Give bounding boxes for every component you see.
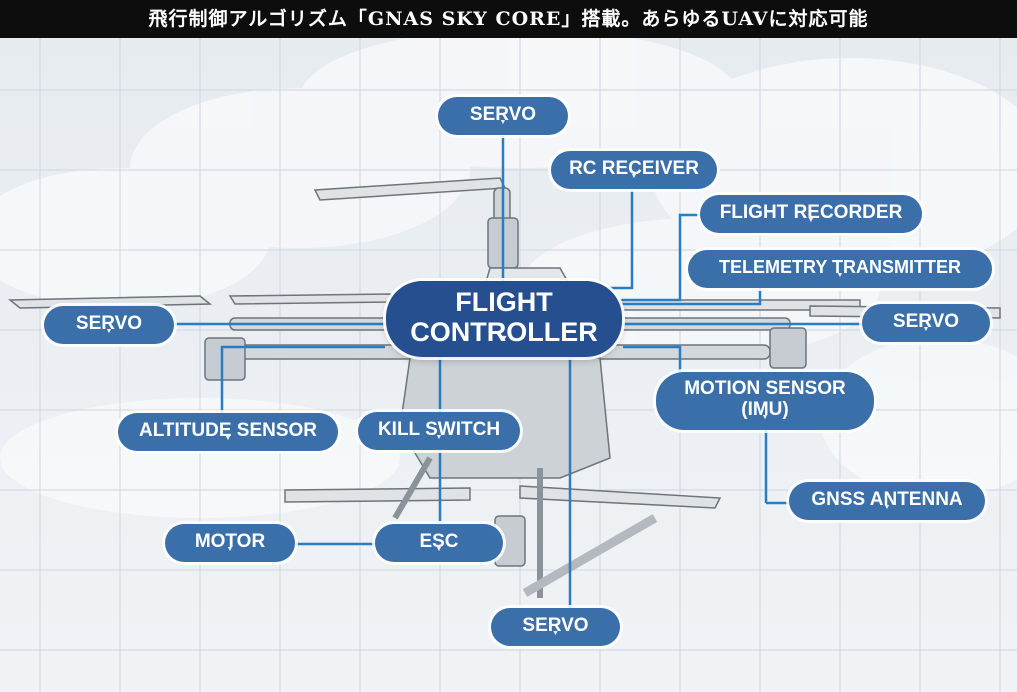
connector-lines bbox=[175, 136, 862, 608]
telemetry-transmitter-node: TELEMETRY TRANSMITTER bbox=[688, 250, 992, 288]
motion-sensor-node: MOTION SENSOR (IMU) bbox=[656, 372, 874, 430]
background-illustration bbox=[0, 38, 1017, 692]
gnss-antenna-node: GNSS ANTENNA bbox=[789, 482, 985, 520]
servo-left-node: SERVO bbox=[44, 306, 174, 344]
rc-receiver-node: RC RECEIVER bbox=[551, 151, 717, 189]
flight-recorder-node: FLIGHT RECORDER bbox=[700, 195, 922, 233]
altitude-sensor-node: ALTITUDE SENSOR bbox=[118, 413, 338, 451]
header-banner: 飛行制御アルゴリズム「GNAS SKY CORE」搭載。あらゆるUAVに対応可能 bbox=[0, 0, 1017, 38]
diagram-canvas: FLIGHT CONTROLLER SERVO RC RECEIVER FLIG… bbox=[0, 38, 1017, 692]
kill-switch-node: KILL SWITCH bbox=[358, 412, 520, 450]
motor-node: MOTOR bbox=[165, 524, 295, 562]
esc-node: ESC bbox=[375, 524, 503, 562]
servo-top-node: SERVO bbox=[438, 97, 568, 135]
servo-bottom-node: SERVO bbox=[491, 608, 620, 646]
flight-controller-node: FLIGHT CONTROLLER bbox=[386, 281, 622, 357]
servo-right-node: SERVO bbox=[862, 304, 990, 342]
